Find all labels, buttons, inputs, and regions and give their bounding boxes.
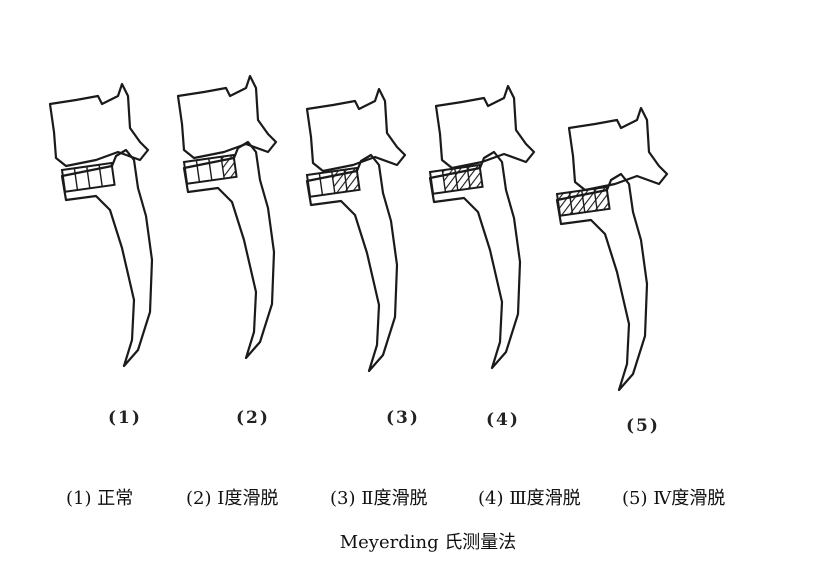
caption-4: (4) Ⅲ度滑脱 — [478, 488, 581, 509]
sacral-endplate-box — [305, 166, 361, 198]
slip-hatch — [557, 187, 610, 216]
upper-vertebra-outline — [434, 84, 536, 170]
spine-figure-2 — [176, 74, 278, 360]
sacrum-outline — [428, 150, 522, 370]
sacral-endplate-box — [555, 185, 611, 217]
caption-1: (1) 正常 — [66, 488, 134, 509]
slip-hatch — [331, 168, 360, 194]
figure-title: Meyerding 氏测量法 — [339, 532, 517, 553]
upper-vertebra-outline — [176, 74, 278, 160]
caption-3: (3) Ⅱ度滑脱 — [330, 488, 428, 509]
figure-label-2: (2) — [236, 408, 270, 428]
spine-figure-4 — [428, 84, 536, 370]
upper-vertebra-outline — [48, 82, 150, 168]
spine-figure-5 — [555, 106, 669, 392]
figure-label-5: (5) — [626, 416, 660, 436]
sacral-endplate-box — [428, 163, 484, 195]
spine-figure-3 — [305, 87, 407, 373]
slip-hatch — [442, 165, 483, 193]
spine-figure-1 — [48, 82, 154, 368]
caption-2: (2) Ⅰ度滑脱 — [186, 488, 279, 509]
figure-label-3: (3) — [386, 408, 420, 428]
sacrum-outline — [305, 153, 399, 373]
upper-vertebra-outline — [305, 87, 407, 173]
spine-figures — [48, 74, 669, 392]
figure-label-4: (4) — [486, 410, 520, 430]
upper-vertebra-outline — [567, 106, 669, 192]
figure-label-1: (1) — [108, 408, 142, 428]
sacral-endplate-box — [182, 153, 238, 185]
sacrum-outline — [60, 148, 154, 368]
sacral-endplate-box — [60, 161, 116, 193]
sacrum-outline — [555, 172, 649, 392]
caption-5: (5) Ⅳ度滑脱 — [622, 488, 726, 509]
sacrum-outline — [182, 140, 276, 360]
slip-hatch — [221, 155, 237, 179]
